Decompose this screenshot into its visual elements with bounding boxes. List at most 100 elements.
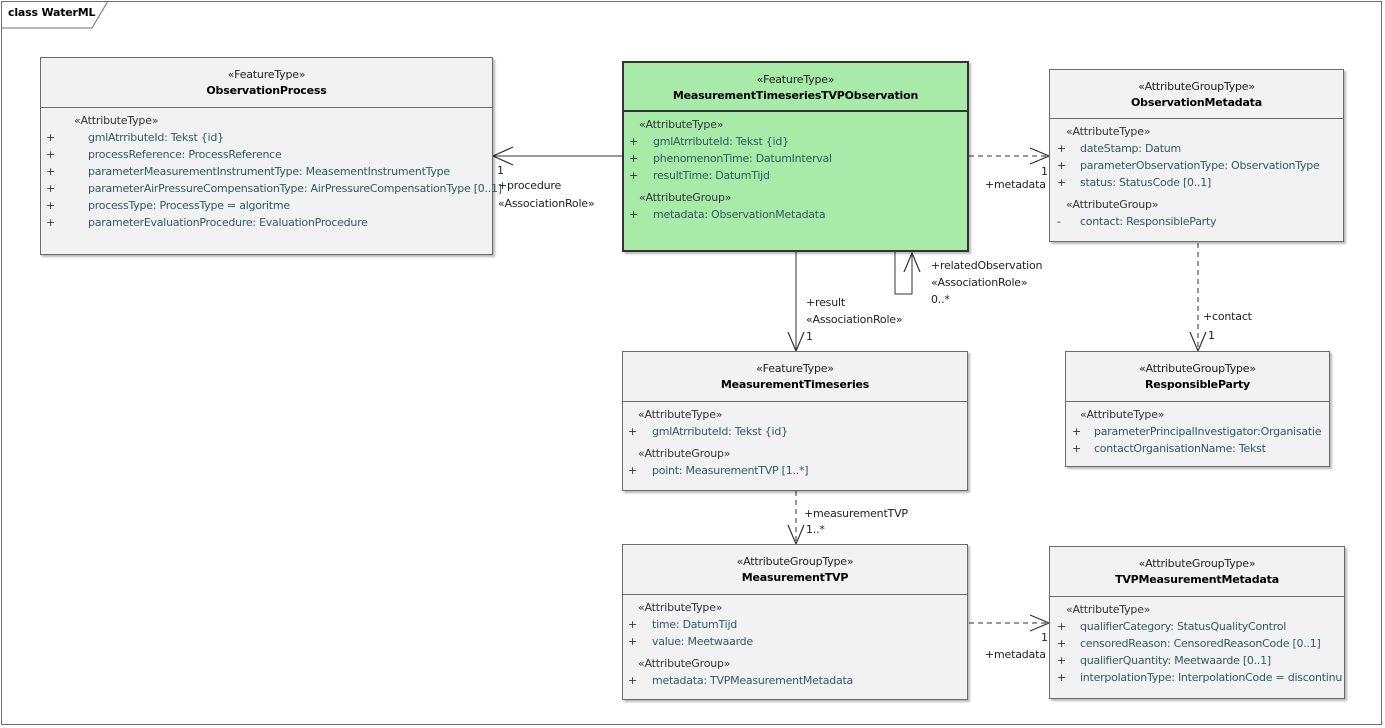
attribute-visibility: +	[1057, 620, 1066, 633]
attribute-row[interactable]: +point: MeasurementTVP [1..*]	[623, 462, 967, 479]
attribute-separator: :	[1170, 620, 1177, 633]
class-attributes: «AttributeType»+time: DatumTijd+value: M…	[623, 595, 967, 689]
attribute-name: censoredReason	[1080, 637, 1167, 650]
attribute-separator: :	[678, 464, 686, 477]
result-association[interactable]	[787, 252, 805, 353]
class-measurement-tvp[interactable]: «AttributeGroupType»MeasurementTVP«Attri…	[622, 544, 968, 700]
attribute-name: interpolationType	[1080, 671, 1172, 684]
attribute-row[interactable]: +parameterObservationType: ObservationTy…	[1050, 157, 1343, 174]
attribute-separator: :	[164, 131, 171, 144]
measurement-tvp-role: +measurementTVP	[804, 507, 908, 520]
class-measurement-timeseries-tvp-observation[interactable]: «FeatureType» MeasurementTimeseriesTVPObs…	[622, 61, 969, 252]
tvp-metadata-dependency[interactable]	[969, 614, 1051, 632]
class-tvp-measurement-metadata[interactable]: «AttributeGroupType»TVPMeasurementMetada…	[1049, 546, 1345, 699]
attribute-row[interactable]: +qualifierQuantity: Meetwaarde [0..1]	[1050, 652, 1344, 669]
attribute-row[interactable]: +value: Meetwaarde	[623, 633, 967, 650]
class-observation-process[interactable]: «FeatureType» ObservationProcess «Attribut…	[40, 57, 502, 255]
class-stereotype: «FeatureType»	[227, 68, 306, 81]
class-name: ObservationProcess	[206, 84, 327, 97]
attribute-separator: :	[704, 208, 712, 221]
attribute-row[interactable]: +metadata: TVPMeasurementMetadata	[623, 672, 967, 689]
attribute-type: Organisatie	[1260, 425, 1322, 438]
class-measurement-timeseries[interactable]: «FeatureType»MeasurementTimeseries«Attri…	[622, 351, 968, 491]
metadata-dependency[interactable]	[969, 147, 1051, 165]
attribute-group-label: «AttributeType»	[1066, 603, 1151, 616]
attribute-row[interactable]: +gmlAtrributeId: Tekst {id}	[624, 133, 967, 150]
attribute-row[interactable]: +contactOrganisationName: Tekst	[1066, 440, 1329, 457]
attribute-type: ObservationMetadata	[711, 208, 826, 221]
attribute-name: metadata	[653, 208, 705, 221]
attribute-name: metadata	[652, 674, 704, 687]
attribute-row[interactable]: +dateStamp: Datum	[1050, 140, 1343, 157]
attribute-name: qualifierCategory	[1080, 620, 1171, 633]
attribute-row[interactable]: +gmlAtrributeId: Tekst {id}	[623, 423, 967, 440]
attribute-row[interactable]: +parameterEvaluationProcedure: Evaluatio…	[41, 214, 492, 231]
attribute-separator: :	[749, 152, 756, 165]
attribute-type: DatumTijd	[682, 618, 738, 631]
attribute-row[interactable]: +processType: ProcessType = algoritme	[41, 197, 492, 214]
attribute-group-label: «AttributeGroup»	[1066, 198, 1159, 211]
attribute-row[interactable]: -contact: ResponsibleParty	[1050, 213, 1343, 230]
result-multiplicity: 1	[806, 330, 813, 343]
attribute-visibility: +	[46, 165, 55, 178]
attribute-visibility: +	[46, 199, 55, 212]
attribute-row[interactable]: + metadata: ObservationMetadata	[624, 206, 967, 223]
class-observation-metadata[interactable]: «AttributeGroupType»ObservationMetadata«…	[1049, 69, 1344, 242]
attribute-type: EvaluationProcedure	[259, 216, 368, 229]
class-name: MeasurementTimeseriesTVPObservation	[672, 89, 919, 102]
related-multiplicity: 0..*	[931, 293, 950, 306]
attribute-name: contact	[1080, 215, 1120, 228]
attribute-row[interactable]: +gmlAtrributeId: Tekst {id}	[41, 129, 492, 146]
attribute-separator: :	[728, 425, 735, 438]
related-observation-association[interactable]	[894, 251, 921, 295]
class-header: «AttributeGroupType»ResponsibleParty	[1066, 352, 1329, 402]
attribute-row[interactable]: +interpolationType: InterpolationCode = …	[1050, 669, 1344, 686]
attribute-separator: :	[1232, 442, 1239, 455]
attribute-separator: :	[708, 169, 716, 182]
attribute-separator: :	[298, 165, 306, 178]
attribute-row[interactable]: +status: StatusCode [0..1]	[1050, 174, 1343, 191]
class-attributes: «AttributeType»+dateStamp: Datum+paramet…	[1050, 119, 1343, 230]
attribute-separator: :	[1257, 425, 1261, 438]
attribute-separator: :	[1224, 159, 1232, 172]
attribute-type: Tekst {id}	[170, 131, 224, 144]
attribute-name: point	[652, 464, 679, 477]
attribute-row[interactable]: +processReference: ProcessReference	[41, 146, 492, 163]
contact-dependency[interactable]	[1189, 243, 1207, 353]
attribute-name: time	[652, 618, 676, 631]
attribute-visibility: +	[1057, 654, 1066, 667]
attribute-row[interactable]: +censoredReason: CensoredReasonCode [0..…	[1050, 635, 1344, 652]
attribute-row[interactable]: +resultTime: DatumTijd	[624, 167, 967, 184]
class-attributes: «AttributeType»+gmlAtrributeId: Tekst {i…	[623, 402, 967, 479]
attribute-row[interactable]: +parameterMeasurementInstrumentType: Mea…	[41, 163, 492, 180]
attribute-row[interactable]: + parameterPrincipalInvestigator:Organisa…	[1066, 423, 1329, 440]
attribute-row[interactable]: +phenomenonTime: DatumInterval	[624, 150, 967, 167]
attribute-group-label: «AttributeType»	[74, 114, 159, 127]
attribute-separator: :	[675, 618, 683, 631]
class-stereotype: «FeatureType»	[756, 73, 835, 86]
attribute-row[interactable]: +time: DatumTijd	[623, 616, 967, 633]
attribute-visibility: +	[629, 208, 638, 221]
attribute-name: phenomenonTime	[653, 152, 749, 165]
attribute-visibility: +	[46, 182, 55, 195]
metadata-tvp-role: +metadata	[985, 648, 1046, 661]
attribute-group-label: «AttributeType»	[1080, 408, 1165, 421]
attribute-separator: :	[1167, 654, 1175, 667]
attribute-visibility: +	[1072, 425, 1081, 438]
class-stereotype: «AttributeGroupType»	[1139, 362, 1256, 375]
attribute-name: processReference	[88, 148, 182, 161]
procedure-association[interactable]	[491, 146, 623, 166]
attribute-name: gmlAtrributeId	[652, 425, 729, 438]
attribute-visibility: +	[1057, 142, 1066, 155]
attribute-type: CensoredReasonCode [0..1]	[1173, 637, 1321, 650]
measurement-tvp-dependency[interactable]	[787, 491, 805, 546]
attribute-visibility: +	[1057, 159, 1066, 172]
attribute-name: parameterPrincipalInvestigator	[1094, 425, 1258, 438]
attribute-row[interactable]: +parameterAirPressureCompensationType: A…	[41, 180, 502, 197]
attribute-visibility: +	[46, 216, 55, 229]
class-responsible-party[interactable]: «AttributeGroupType»ResponsibleParty«Att…	[1065, 351, 1330, 467]
attribute-row[interactable]: + qualifierCategory: StatusQualityControl	[1050, 618, 1344, 635]
attribute-type: StatusQualityControl	[1176, 620, 1287, 633]
